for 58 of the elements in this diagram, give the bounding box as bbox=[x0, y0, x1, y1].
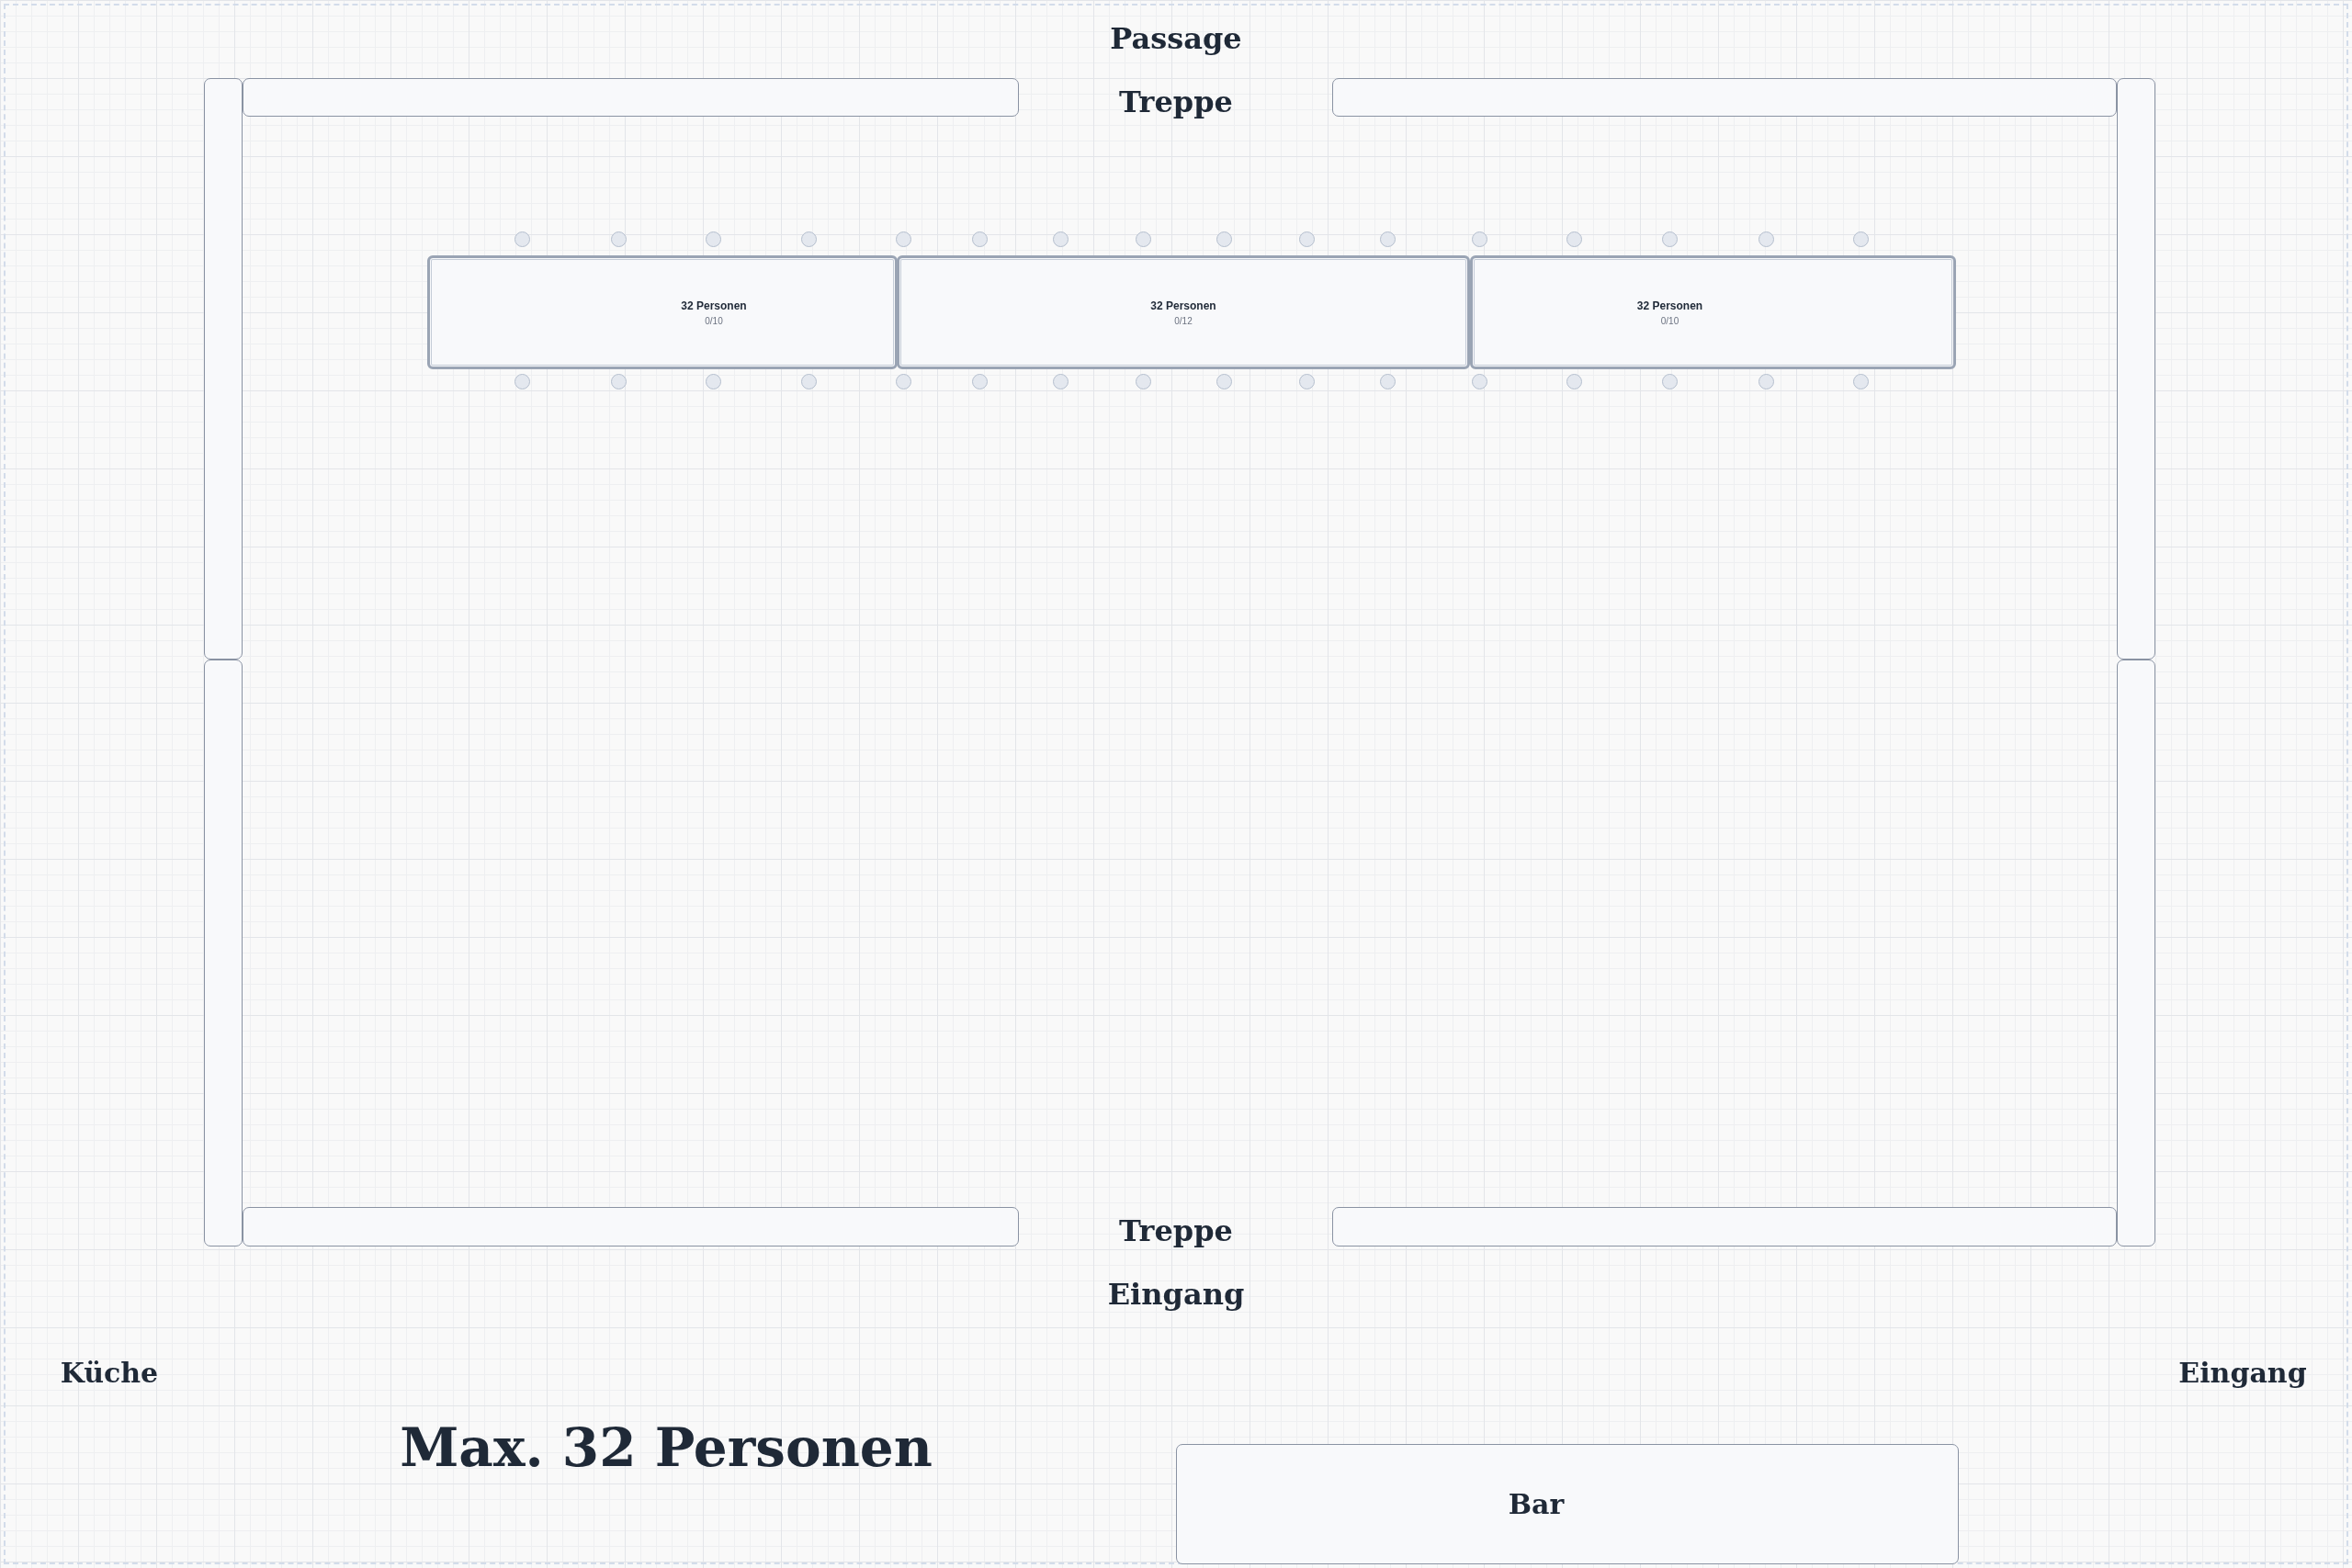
chair bbox=[514, 231, 530, 247]
chair bbox=[1853, 374, 1869, 389]
chair bbox=[1758, 374, 1774, 389]
wall-segment bbox=[2117, 78, 2155, 660]
chair bbox=[1380, 231, 1396, 247]
wall-segment bbox=[204, 660, 243, 1247]
wall-segment bbox=[204, 78, 243, 660]
chair bbox=[1472, 231, 1487, 247]
area-label: Küche bbox=[60, 1356, 159, 1389]
wall-segment bbox=[1332, 1207, 2117, 1247]
chair bbox=[1662, 374, 1678, 389]
chair bbox=[896, 374, 911, 389]
chair bbox=[706, 374, 721, 389]
table bbox=[427, 255, 898, 369]
bar-label: Bar bbox=[1508, 1488, 1565, 1520]
table-capacity: 32 Personen bbox=[681, 299, 747, 312]
chair bbox=[1053, 374, 1069, 389]
wall-segment bbox=[1332, 78, 2117, 117]
chair bbox=[1216, 374, 1232, 389]
seat-count: 0/10 bbox=[1660, 315, 1679, 326]
area-label: Treppe bbox=[1119, 85, 1233, 119]
capacity-note: Max. 32 Personen bbox=[400, 1416, 933, 1479]
chair bbox=[514, 374, 530, 389]
wall-segment bbox=[243, 78, 1019, 117]
chair bbox=[972, 231, 988, 247]
chair bbox=[1566, 231, 1582, 247]
chair bbox=[1662, 231, 1678, 247]
chair bbox=[801, 374, 817, 389]
chair bbox=[1299, 374, 1315, 389]
chair bbox=[972, 374, 988, 389]
chair bbox=[1758, 231, 1774, 247]
chair bbox=[1299, 231, 1315, 247]
area-label: Passage bbox=[1110, 21, 1242, 56]
chair bbox=[1136, 231, 1151, 247]
chair bbox=[896, 231, 911, 247]
table-capacity: 32 Personen bbox=[1636, 299, 1703, 312]
seat-count: 0/10 bbox=[705, 315, 723, 326]
chair bbox=[611, 231, 627, 247]
chair bbox=[1053, 231, 1069, 247]
chair bbox=[1216, 231, 1232, 247]
table bbox=[897, 255, 1470, 369]
wall-segment bbox=[243, 1207, 1019, 1247]
seat-count: 0/12 bbox=[1174, 315, 1193, 326]
chair bbox=[1566, 374, 1582, 389]
wall-segment bbox=[2117, 660, 2155, 1247]
chair bbox=[611, 374, 627, 389]
bar-counter bbox=[1176, 1444, 1959, 1564]
table bbox=[1470, 255, 1956, 369]
area-label: Eingang bbox=[2178, 1356, 2307, 1389]
area-label: Treppe bbox=[1119, 1213, 1233, 1248]
table-capacity: 32 Personen bbox=[1150, 299, 1216, 312]
chair bbox=[1380, 374, 1396, 389]
chair bbox=[1136, 374, 1151, 389]
chair bbox=[1853, 231, 1869, 247]
chair bbox=[1472, 374, 1487, 389]
area-label: Eingang bbox=[1107, 1277, 1245, 1312]
chair bbox=[706, 231, 721, 247]
chair bbox=[801, 231, 817, 247]
